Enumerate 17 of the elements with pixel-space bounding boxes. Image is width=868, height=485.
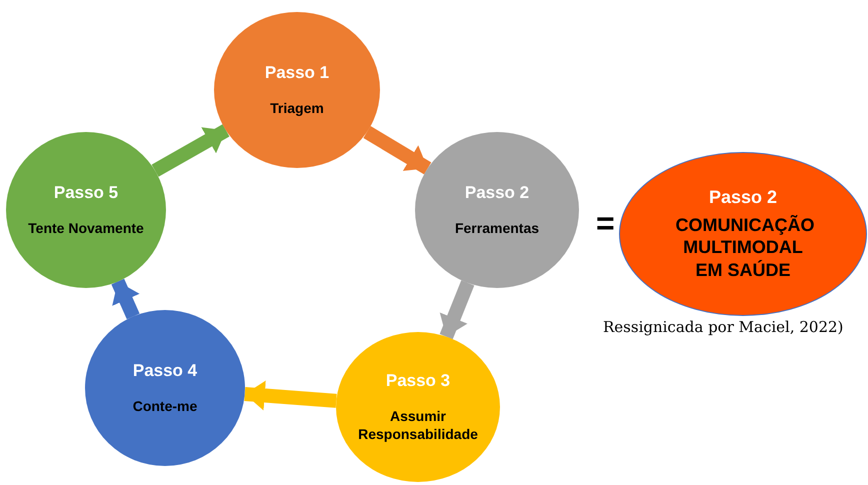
step-text: Triagem (270, 98, 324, 118)
step-title: Passo 2 (708, 186, 778, 208)
step-text: Assumir Responsabilidade (357, 406, 479, 444)
step-title: Passo 2 (464, 182, 530, 203)
step-title: Passo 5 (54, 182, 118, 203)
step-title: Passo 3 (386, 370, 450, 391)
block-arrow (244, 380, 337, 410)
block-arrow (111, 278, 140, 320)
block-arrow (363, 126, 432, 174)
step-text: Tente Novamente (28, 218, 144, 238)
step-text: Conte-me (132, 396, 198, 416)
source-note: Ressignicada por Maciel, 2022) (603, 318, 844, 336)
step-text: Ferramentas (454, 218, 540, 238)
equals-sign: = (596, 205, 615, 242)
block-arrow (440, 280, 474, 340)
step-title: Passo 4 (132, 360, 198, 381)
step-title: Passo 1 (264, 62, 330, 83)
